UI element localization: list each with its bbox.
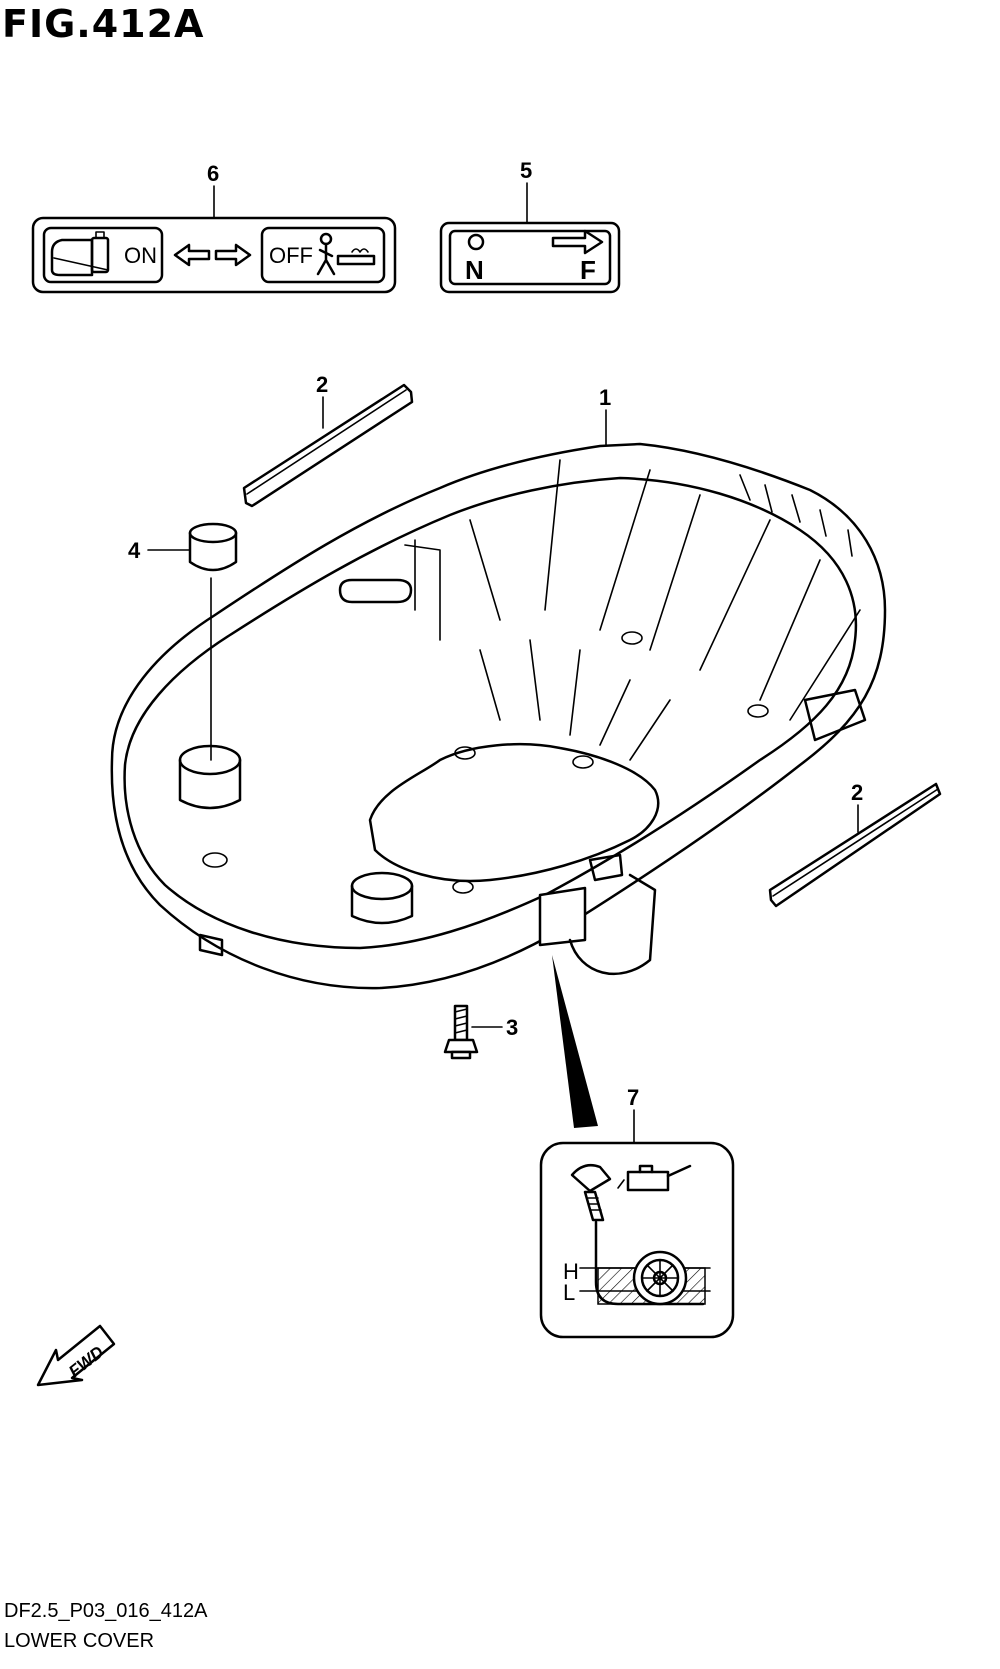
decal-7-low-text: L (563, 1280, 575, 1305)
rubber-collar (188, 522, 238, 572)
decal-5-n-text: N (465, 255, 484, 285)
diagram-code: DF2.5_P03_016_412A (4, 1600, 208, 1622)
callout-1: 1 (599, 385, 611, 410)
callout-6: 6 (207, 161, 219, 186)
leader-lines (147, 182, 859, 1144)
decal-6-off-text: OFF (269, 243, 313, 268)
decal-6-on-text: ON (124, 243, 157, 268)
double-arrow-icon (173, 243, 252, 267)
walking-person-icon (316, 232, 376, 276)
decal-7-high-text: H (563, 1259, 579, 1284)
callout-2-upper: 2 (316, 372, 328, 397)
callout-3: 3 (506, 1015, 518, 1040)
level-gauge-icon (632, 1250, 688, 1306)
decal-7-oil-level-label: H L (539, 1141, 735, 1339)
lower-cover (110, 442, 887, 990)
callout-2-lower: 2 (851, 780, 863, 805)
callout-7: 7 (627, 1085, 639, 1110)
callout-4: 4 (128, 538, 141, 563)
decal-5-f-text: F (580, 255, 596, 285)
callout-5: 5 (520, 158, 532, 183)
fuel-tank-icon (50, 231, 110, 277)
decal-5-shift-label: N F (439, 221, 621, 294)
decal-6-fuel-cock-label: ON OFF (31, 216, 397, 294)
oil-can-icon (617, 1164, 692, 1192)
figure-title: FIG.412A (2, 2, 205, 46)
seal-strip-upper (242, 383, 414, 508)
seal-strip-lower (768, 782, 942, 908)
fwd-arrow: FWD (36, 1324, 116, 1387)
diagram-name: LOWER COVER (4, 1630, 155, 1652)
neutral-circle-icon (467, 233, 485, 251)
forward-arrow-icon (551, 229, 604, 255)
oil-plug-icon (570, 1164, 612, 1222)
flange-bolt (443, 1004, 479, 1060)
decal-7-pointer (552, 955, 598, 1128)
